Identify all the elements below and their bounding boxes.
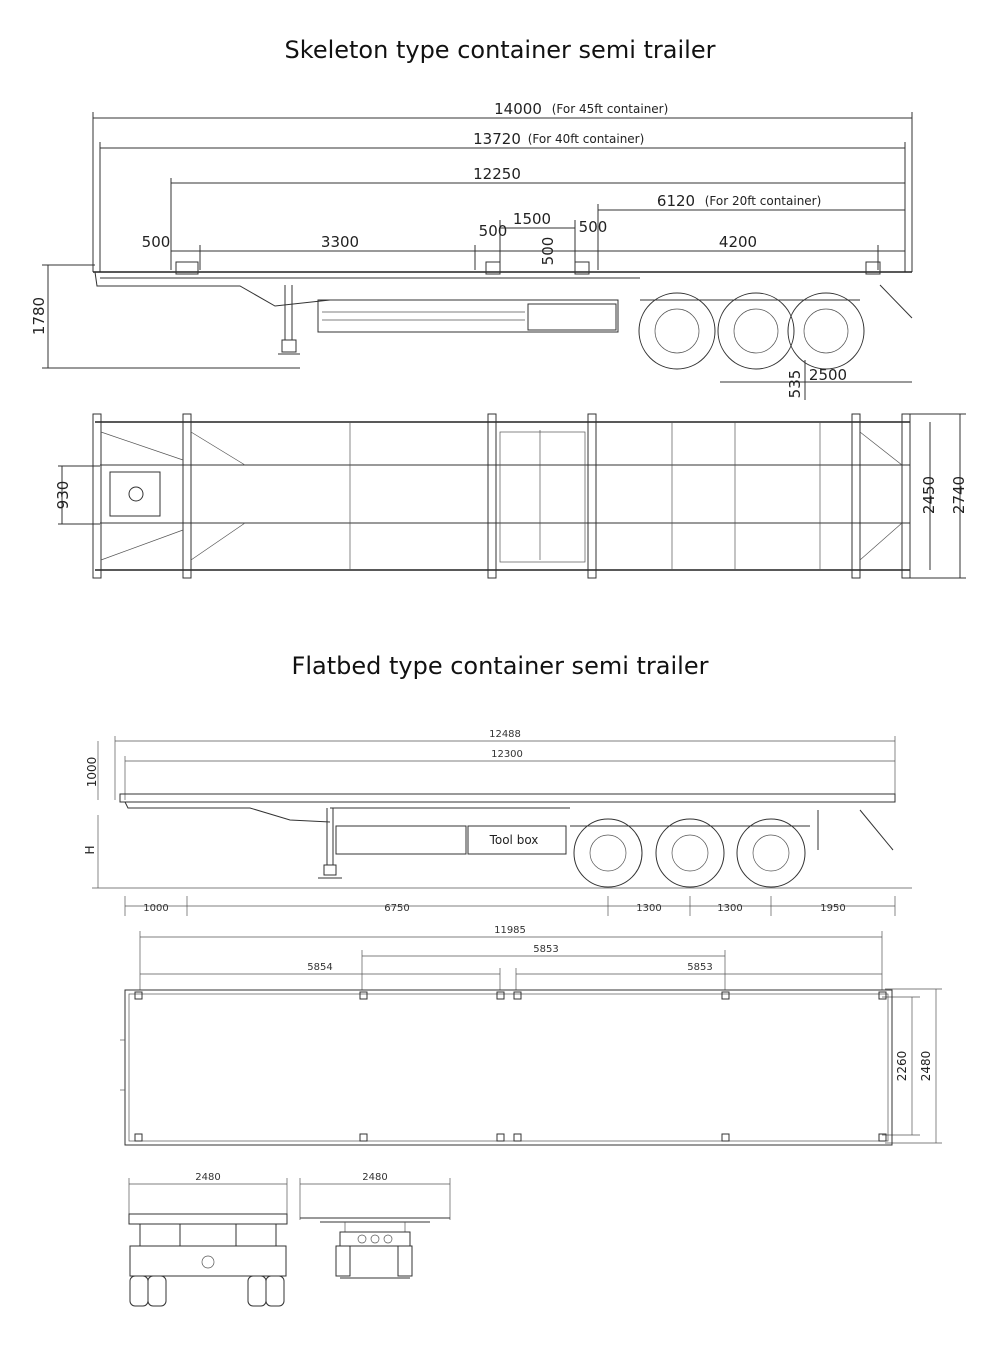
dim-2740: 2740 [950, 476, 968, 514]
dim-1950: 1950 [820, 903, 845, 914]
flatbed-top-dimension-labels: 11985 5853 5854 5853 2260 2480 [307, 925, 933, 1081]
note-45ft: (For 45ft container) [552, 102, 669, 116]
dim-1300-b: 1300 [717, 903, 742, 914]
dim-6120: 6120 [657, 192, 695, 210]
dim-500-b: 500 [479, 222, 508, 240]
skeleton-wheel-1 [638, 292, 716, 370]
dim-12250: 12250 [473, 165, 521, 183]
flatbed-rear-view [128, 1178, 288, 1307]
skeleton-dimension-lines [42, 112, 913, 400]
dim-500-c: 500 [579, 218, 608, 236]
skeleton-top-view [58, 413, 966, 579]
dim-1000: 1000 [143, 903, 168, 914]
flatbed-top-dimension-lines [139, 931, 942, 1144]
flatbed-top-view [120, 989, 893, 1146]
skeleton-title: Skeleton type container semi trailer [285, 36, 716, 64]
dim-2450: 2450 [920, 476, 938, 514]
dim-5853-bottom: 5853 [687, 962, 712, 973]
dim-12300: 12300 [491, 749, 523, 760]
dim-13720: 13720 [473, 130, 521, 148]
flatbed-side-view: Tool box [119, 793, 896, 888]
flatbed-wheel-1 [573, 818, 643, 888]
dim-500-a: 500 [142, 233, 171, 251]
note-40ft: (For 40ft container) [528, 132, 645, 146]
flatbed-front-view [299, 1178, 451, 1279]
dim-930: 930 [54, 481, 72, 510]
tool-box-label: Tool box [489, 833, 539, 847]
dim-6750: 6750 [384, 903, 409, 914]
dim-14000: 14000 [494, 100, 542, 118]
dim-5853-top: 5853 [533, 944, 558, 955]
dim-1300-a: 1300 [636, 903, 661, 914]
skeleton-wheel-2 [717, 292, 795, 370]
dim-front-width: 2480 [362, 1172, 387, 1183]
flatbed-section: Flatbed type container semi trailer 1248… [83, 652, 942, 1307]
skeleton-side-view [93, 261, 913, 370]
dim-11985: 11985 [494, 925, 526, 936]
skeleton-section: Skeleton type container semi trailer [30, 36, 968, 579]
flatbed-wheel-2 [655, 818, 725, 888]
dim-535: 535 [786, 370, 804, 399]
dim-1500: 1500 [513, 210, 551, 228]
dim-rear-width: 2480 [195, 1172, 220, 1183]
flatbed-wheel-3 [736, 818, 806, 888]
flatbed-dimension-labels: 12488 12300 1000 H 1000 6750 1300 1300 1… [83, 729, 846, 914]
flatbed-title: Flatbed type container semi trailer [292, 652, 709, 680]
dim-2500: 2500 [809, 366, 847, 384]
dim-2260: 2260 [895, 1051, 909, 1082]
note-20ft: (For 20ft container) [705, 194, 822, 208]
dim-1780: 1780 [30, 297, 48, 335]
dim-500-vertical: 500 [539, 237, 557, 266]
dim-3300: 3300 [321, 233, 359, 251]
dim-1000-height: 1000 [85, 757, 99, 788]
flatbed-dimension-lines [92, 736, 912, 916]
dim-2480: 2480 [919, 1051, 933, 1082]
dim-5854: 5854 [307, 962, 332, 973]
dim-h: H [83, 845, 97, 854]
skeleton-dimension-labels: 14000 (For 45ft container) 13720 (For 40… [30, 100, 847, 398]
skeleton-wheel-3 [787, 292, 865, 370]
dim-4200: 4200 [719, 233, 757, 251]
dim-12488: 12488 [489, 729, 521, 740]
